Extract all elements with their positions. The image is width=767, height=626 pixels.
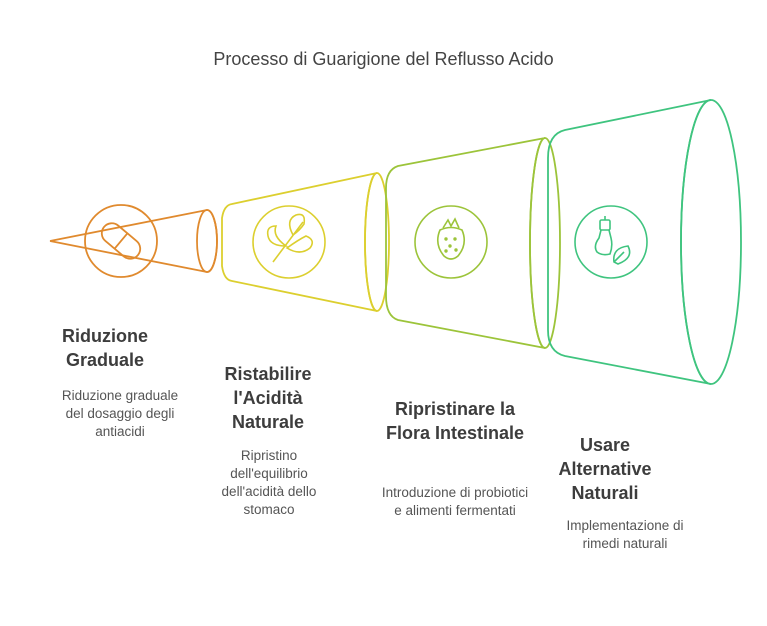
funnel-segment-2 <box>221 172 390 312</box>
step-title-2: Ristabilire l'Acidità Naturale <box>224 364 312 432</box>
step-description-2: Ripristino dell'equilibrio dell'acidità … <box>221 448 317 517</box>
funnel-segment-3 <box>385 137 561 349</box>
funnel-segment-1 <box>49 204 218 278</box>
diagram-title: Processo di Guarigione del Reflusso Acid… <box>213 49 554 69</box>
funnel-segment-4 <box>547 99 742 385</box>
step-title-3: Ripristinare la Flora Intestinale <box>385 399 525 443</box>
step-description-1: Riduzione graduale del dosaggio degli an… <box>61 388 179 439</box>
potion-leaf-icon <box>574 205 648 279</box>
step-title-4: Usare Alternative Naturali <box>558 435 652 503</box>
pill-icon <box>84 204 158 278</box>
step-description-3: Introduzione di probiotici e alimenti fe… <box>381 485 529 518</box>
step-description-4: Implementazione di rimedi naturali <box>566 518 684 551</box>
strawberry-icon <box>414 205 488 279</box>
step-title-1: Riduzione Graduale <box>62 326 148 370</box>
leaf-icon <box>252 205 326 279</box>
